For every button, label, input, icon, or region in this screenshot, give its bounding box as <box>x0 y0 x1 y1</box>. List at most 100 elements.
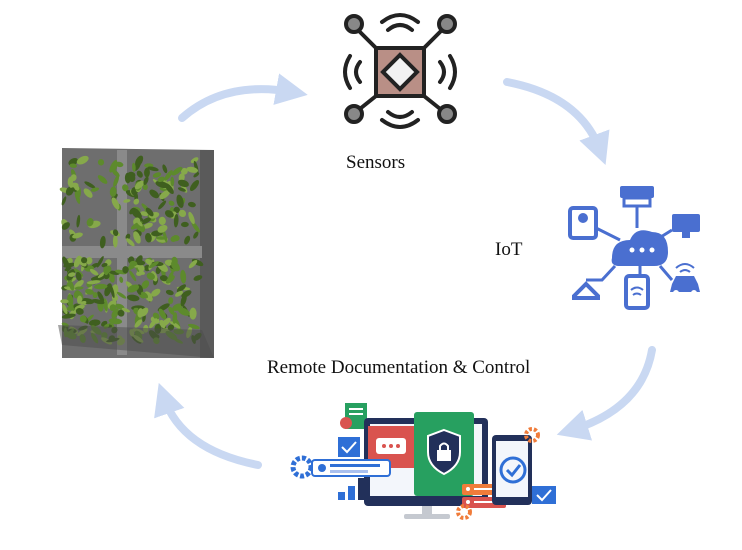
leaf <box>134 319 143 328</box>
leaf <box>157 224 168 233</box>
leaf <box>184 235 191 245</box>
leaf <box>178 307 190 316</box>
leaf <box>126 238 135 247</box>
leaf <box>150 288 161 297</box>
leaf <box>67 176 74 187</box>
leaf <box>61 196 67 206</box>
leaf <box>122 184 129 192</box>
leaf <box>152 172 162 178</box>
leaf <box>109 304 116 311</box>
leaf <box>112 234 118 248</box>
arrow-iot-to-remote <box>556 346 656 441</box>
leaf <box>171 166 183 176</box>
leaf <box>74 286 84 290</box>
leaf <box>159 190 170 200</box>
leaf <box>60 299 69 304</box>
leaf <box>189 307 197 320</box>
leaf <box>123 199 131 203</box>
leaf <box>62 256 70 270</box>
leaf <box>97 159 105 166</box>
leaf <box>148 261 159 269</box>
leaf <box>187 201 196 208</box>
remote-control-dashboard-icon <box>290 403 556 520</box>
leaf <box>86 280 101 285</box>
leaf <box>103 298 108 312</box>
leaf <box>76 155 89 165</box>
iot-label: IoT <box>495 239 523 260</box>
leaf <box>101 262 108 268</box>
leaf <box>181 290 192 298</box>
leaf <box>111 197 120 210</box>
leaf <box>91 299 105 305</box>
leaf <box>75 308 84 315</box>
leaf <box>159 319 166 329</box>
leaf <box>86 218 94 227</box>
leaf <box>140 211 149 217</box>
leaf <box>109 160 118 173</box>
leaf <box>129 260 138 267</box>
leaf <box>128 173 136 182</box>
leaf <box>186 166 199 173</box>
leaf <box>135 155 144 167</box>
leaf <box>79 315 87 323</box>
leaf <box>111 308 119 319</box>
leaf <box>137 308 144 318</box>
leaf <box>170 176 175 187</box>
leaf <box>136 219 143 227</box>
leaf <box>178 173 185 182</box>
arrow-garden-to-sensors <box>178 73 308 122</box>
leaf <box>68 272 76 277</box>
leaf <box>159 275 168 282</box>
leaf <box>191 221 200 233</box>
leaf <box>162 164 168 174</box>
leaf <box>122 266 129 274</box>
leaf <box>145 207 154 217</box>
leaf <box>84 181 96 189</box>
leaf <box>126 294 140 302</box>
leaf <box>81 257 88 264</box>
leaf <box>97 175 108 184</box>
leaf <box>129 270 137 282</box>
leaf <box>85 257 93 265</box>
leaf <box>89 268 99 276</box>
leaf <box>129 207 135 215</box>
leaf <box>147 166 159 172</box>
leaf <box>144 167 150 178</box>
leaf <box>92 292 98 299</box>
leaf <box>177 187 186 192</box>
leaf <box>113 175 120 187</box>
vertical-garden-image <box>58 148 214 358</box>
leaf <box>171 256 178 265</box>
leaf <box>141 217 152 225</box>
leaf <box>105 265 112 273</box>
leaf <box>174 290 184 297</box>
leaf <box>69 163 77 168</box>
leaf <box>62 304 68 315</box>
leaf <box>97 291 105 303</box>
leaf <box>145 232 152 243</box>
leaf <box>90 187 100 192</box>
leaf <box>115 161 124 168</box>
leaf <box>188 211 195 225</box>
leaf <box>74 279 84 289</box>
leaf <box>141 280 150 289</box>
leaf <box>149 189 160 199</box>
sensor-chip-icon <box>343 13 457 129</box>
leaf <box>180 167 188 175</box>
leaf <box>96 256 104 268</box>
leaf <box>176 194 184 208</box>
leaf <box>178 209 187 218</box>
leaf <box>188 259 198 269</box>
leaf <box>109 186 117 197</box>
leaf <box>181 221 189 228</box>
leaf <box>99 235 106 249</box>
leaf <box>170 235 178 242</box>
leaf <box>140 291 149 299</box>
leaf <box>168 200 175 206</box>
leaf <box>133 231 141 244</box>
sensors-label: Sensors <box>346 152 406 173</box>
leaf <box>119 276 124 283</box>
leaf <box>61 313 76 319</box>
arrow-remote-to-garden <box>154 382 262 469</box>
